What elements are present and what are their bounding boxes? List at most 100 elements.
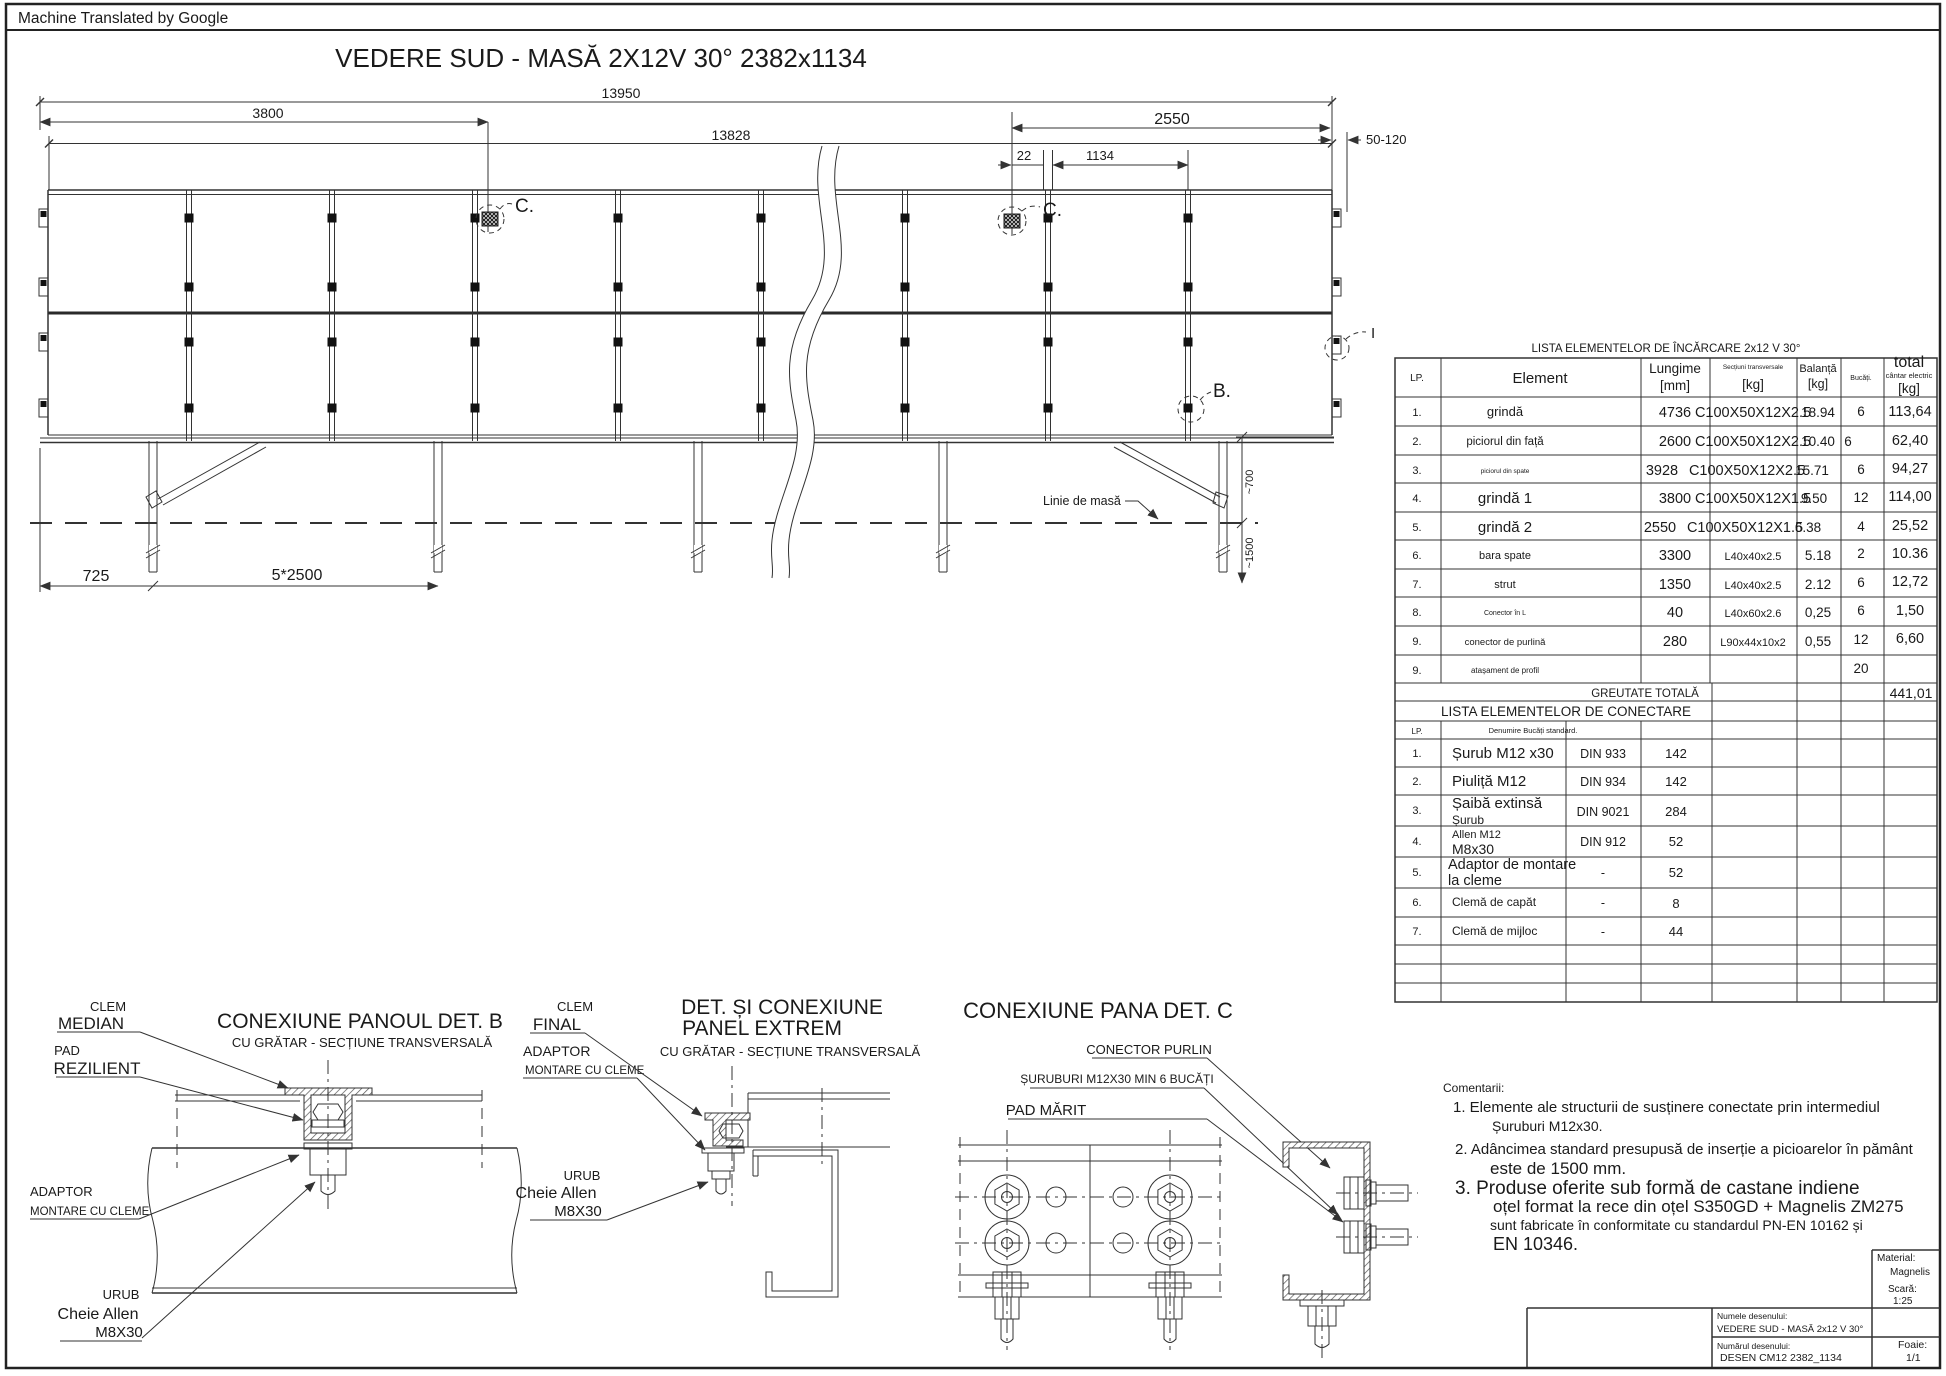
svg-text:MONTARE CU CLEME: MONTARE CU CLEME	[525, 1065, 645, 1077]
svg-text:Bucăți.: Bucăți.	[1850, 375, 1871, 382]
svg-text:6: 6	[1857, 603, 1865, 618]
label-b: B.	[1213, 381, 1231, 402]
svg-text:Magnelis: Magnelis	[1890, 1267, 1930, 1278]
svg-text:2.: 2.	[1412, 436, 1421, 448]
svg-text:5.: 5.	[1412, 867, 1421, 879]
label-c2: C.	[1043, 200, 1062, 221]
svg-text:6.38: 6.38	[1795, 520, 1821, 535]
svg-text:grindă 2: grindă 2	[1478, 519, 1532, 536]
svg-text:Cheie Allen: Cheie Allen	[516, 1185, 597, 1202]
svg-text:C100X50X12X2.5: C100X50X12X2.5	[1695, 434, 1811, 450]
page-title: VEDERE SUD - MASĂ 2X12V 30° 2382x1134	[335, 43, 867, 73]
svg-text:L40x60x2.6: L40x60x2.6	[1725, 608, 1782, 620]
svg-text:DIN 933: DIN 933	[1580, 747, 1626, 761]
svg-text:este de 1500 mm.: este de 1500 mm.	[1490, 1159, 1626, 1178]
svg-text:L40x40x2.5: L40x40x2.5	[1725, 551, 1782, 563]
svg-text:Cheie Allen: Cheie Allen	[58, 1306, 139, 1323]
svg-text:94,27: 94,27	[1892, 461, 1928, 477]
svg-text:441,01: 441,01	[1890, 685, 1933, 701]
svg-text:12: 12	[1853, 632, 1868, 647]
svg-text:Șuruburi M12x30.: Șuruburi M12x30.	[1492, 1118, 1603, 1134]
svg-text:[mm]: [mm]	[1660, 378, 1690, 393]
svg-text:Secțiuni transversale: Secțiuni transversale	[1723, 364, 1784, 371]
svg-text:GREUTATE TOTALĂ: GREUTATE TOTALĂ	[1591, 687, 1699, 700]
svg-text:-: -	[1601, 866, 1605, 880]
svg-text:Element: Element	[1512, 370, 1568, 387]
svg-text:3. Produse oferite sub formă d: 3. Produse oferite sub formă de castane …	[1455, 1178, 1860, 1199]
svg-text:113,64: 113,64	[1888, 404, 1931, 420]
svg-text:3300: 3300	[1659, 548, 1691, 564]
svg-text:Șurub: Șurub	[1452, 813, 1484, 827]
svg-text:Denumire Bucăți standard.: Denumire Bucăți standard.	[1489, 726, 1578, 735]
svg-text:0,25: 0,25	[1805, 605, 1831, 620]
svg-text:Adaptor de montare: Adaptor de montare	[1448, 857, 1576, 873]
dimensions: 13950 3800 13828 2550 50-120 22 1134 725…	[35, 85, 1406, 592]
detail-b: CLEM MEDIAN PAD REZILIENT CONEXIUNE PANO…	[30, 999, 522, 1342]
svg-text:DET. ȘI CONEXIUNE: DET. ȘI CONEXIUNE	[681, 996, 883, 1019]
svg-text:ȘURUBURI M12X30 MIN 6 BUCĂȚI: ȘURUBURI M12X30 MIN 6 BUCĂȚI	[1020, 1071, 1213, 1086]
svg-text:13950: 13950	[602, 85, 641, 101]
svg-text:MEDIAN: MEDIAN	[58, 1014, 124, 1033]
svg-text:PANEL EXTREM: PANEL EXTREM	[682, 1017, 842, 1040]
svg-text:L40x40x2.5: L40x40x2.5	[1725, 580, 1782, 592]
svg-text:MONTARE CU CLEME: MONTARE CU CLEME	[30, 1206, 150, 1218]
svg-text:2600: 2600	[1659, 434, 1691, 450]
svg-text:6: 6	[1857, 462, 1865, 477]
svg-text:12,72: 12,72	[1892, 574, 1928, 590]
svg-text:Balanță: Balanță	[1799, 363, 1837, 375]
svg-text:10.36: 10.36	[1892, 546, 1928, 562]
svg-text:CONECTOR PURLIN: CONECTOR PURLIN	[1086, 1042, 1211, 1057]
svg-text:12: 12	[1853, 490, 1868, 505]
svg-text:4.: 4.	[1412, 836, 1421, 848]
svg-text:C100X50X12X2.5: C100X50X12X2.5	[1689, 463, 1805, 479]
svg-text:6: 6	[1857, 575, 1865, 590]
svg-text:URUB: URUB	[103, 1287, 140, 1302]
svg-text:CONEXIUNE PANA DET. C: CONEXIUNE PANA DET. C	[963, 998, 1233, 1023]
svg-text:C100X50X12X2.5: C100X50X12X2.5	[1695, 405, 1811, 421]
svg-text:1:25: 1:25	[1893, 1296, 1913, 1307]
break-line	[770, 145, 842, 579]
svg-text:cântar electric: cântar electric	[1886, 371, 1933, 380]
svg-text:Foaie:: Foaie:	[1898, 1339, 1927, 1351]
svg-text:142: 142	[1665, 746, 1687, 761]
svg-text:0,55: 0,55	[1805, 634, 1831, 649]
svg-text:grindă: grindă	[1487, 404, 1524, 419]
svg-text:L90x44x10x2: L90x44x10x2	[1720, 637, 1785, 649]
svg-text:Conector în L: Conector în L	[1484, 610, 1526, 617]
svg-text:FINAL: FINAL	[533, 1015, 581, 1034]
label-c1: C.	[515, 196, 534, 217]
svg-text:2.12: 2.12	[1805, 577, 1831, 592]
svg-text:DESEN CM12 2382_1134: DESEN CM12 2382_1134	[1720, 1352, 1842, 1364]
svg-text:LP.: LP.	[1412, 727, 1423, 736]
svg-text:CU GRĂTAR - SECȚIUNE TRANSVERS: CU GRĂTAR - SECȚIUNE TRANSVERSALĂ	[660, 1044, 921, 1059]
label-i: I	[1371, 325, 1375, 342]
svg-text:8: 8	[1672, 896, 1679, 911]
svg-text:22: 22	[1017, 148, 1031, 163]
svg-text:4736: 4736	[1659, 405, 1691, 421]
svg-text:[kg]: [kg]	[1808, 377, 1828, 391]
svg-text:Lungime: Lungime	[1649, 361, 1701, 376]
svg-text:4: 4	[1857, 519, 1865, 534]
svg-text:~700: ~700	[1244, 470, 1256, 495]
svg-text:6.: 6.	[1412, 550, 1421, 562]
svg-text:50-120: 50-120	[1366, 132, 1406, 147]
svg-text:13828: 13828	[712, 127, 751, 143]
watermark: Machine Translated by Google	[18, 10, 228, 27]
svg-text:Șaibă extinsă: Șaibă extinsă	[1452, 795, 1543, 812]
svg-text:Piuliță M12: Piuliță M12	[1452, 773, 1526, 790]
svg-text:la cleme: la cleme	[1448, 873, 1502, 889]
svg-text:M8X30: M8X30	[554, 1203, 602, 1220]
svg-text:3800: 3800	[1659, 491, 1691, 507]
svg-text:1. Elemente ale structurii de: 1. Elemente ale structurii de susținere …	[1453, 1099, 1880, 1116]
svg-text:280: 280	[1663, 634, 1687, 650]
svg-text:CLEM: CLEM	[90, 999, 126, 1014]
svg-text:1134: 1134	[1086, 148, 1114, 163]
svg-text:Comentarii:: Comentarii:	[1443, 1081, 1504, 1095]
svg-text:ADAPTOR: ADAPTOR	[30, 1184, 93, 1199]
svg-text:CU GRĂTAR - SECȚIUNE TRANSVERS: CU GRĂTAR - SECȚIUNE TRANSVERSALĂ	[232, 1035, 493, 1050]
ground-label: Linie de masă	[1043, 494, 1121, 508]
svg-text:REZILIENT: REZILIENT	[54, 1059, 141, 1078]
svg-text:Scară:: Scară:	[1888, 1284, 1917, 1295]
svg-text:3928: 3928	[1646, 463, 1678, 479]
svg-text:9.: 9.	[1412, 636, 1421, 648]
